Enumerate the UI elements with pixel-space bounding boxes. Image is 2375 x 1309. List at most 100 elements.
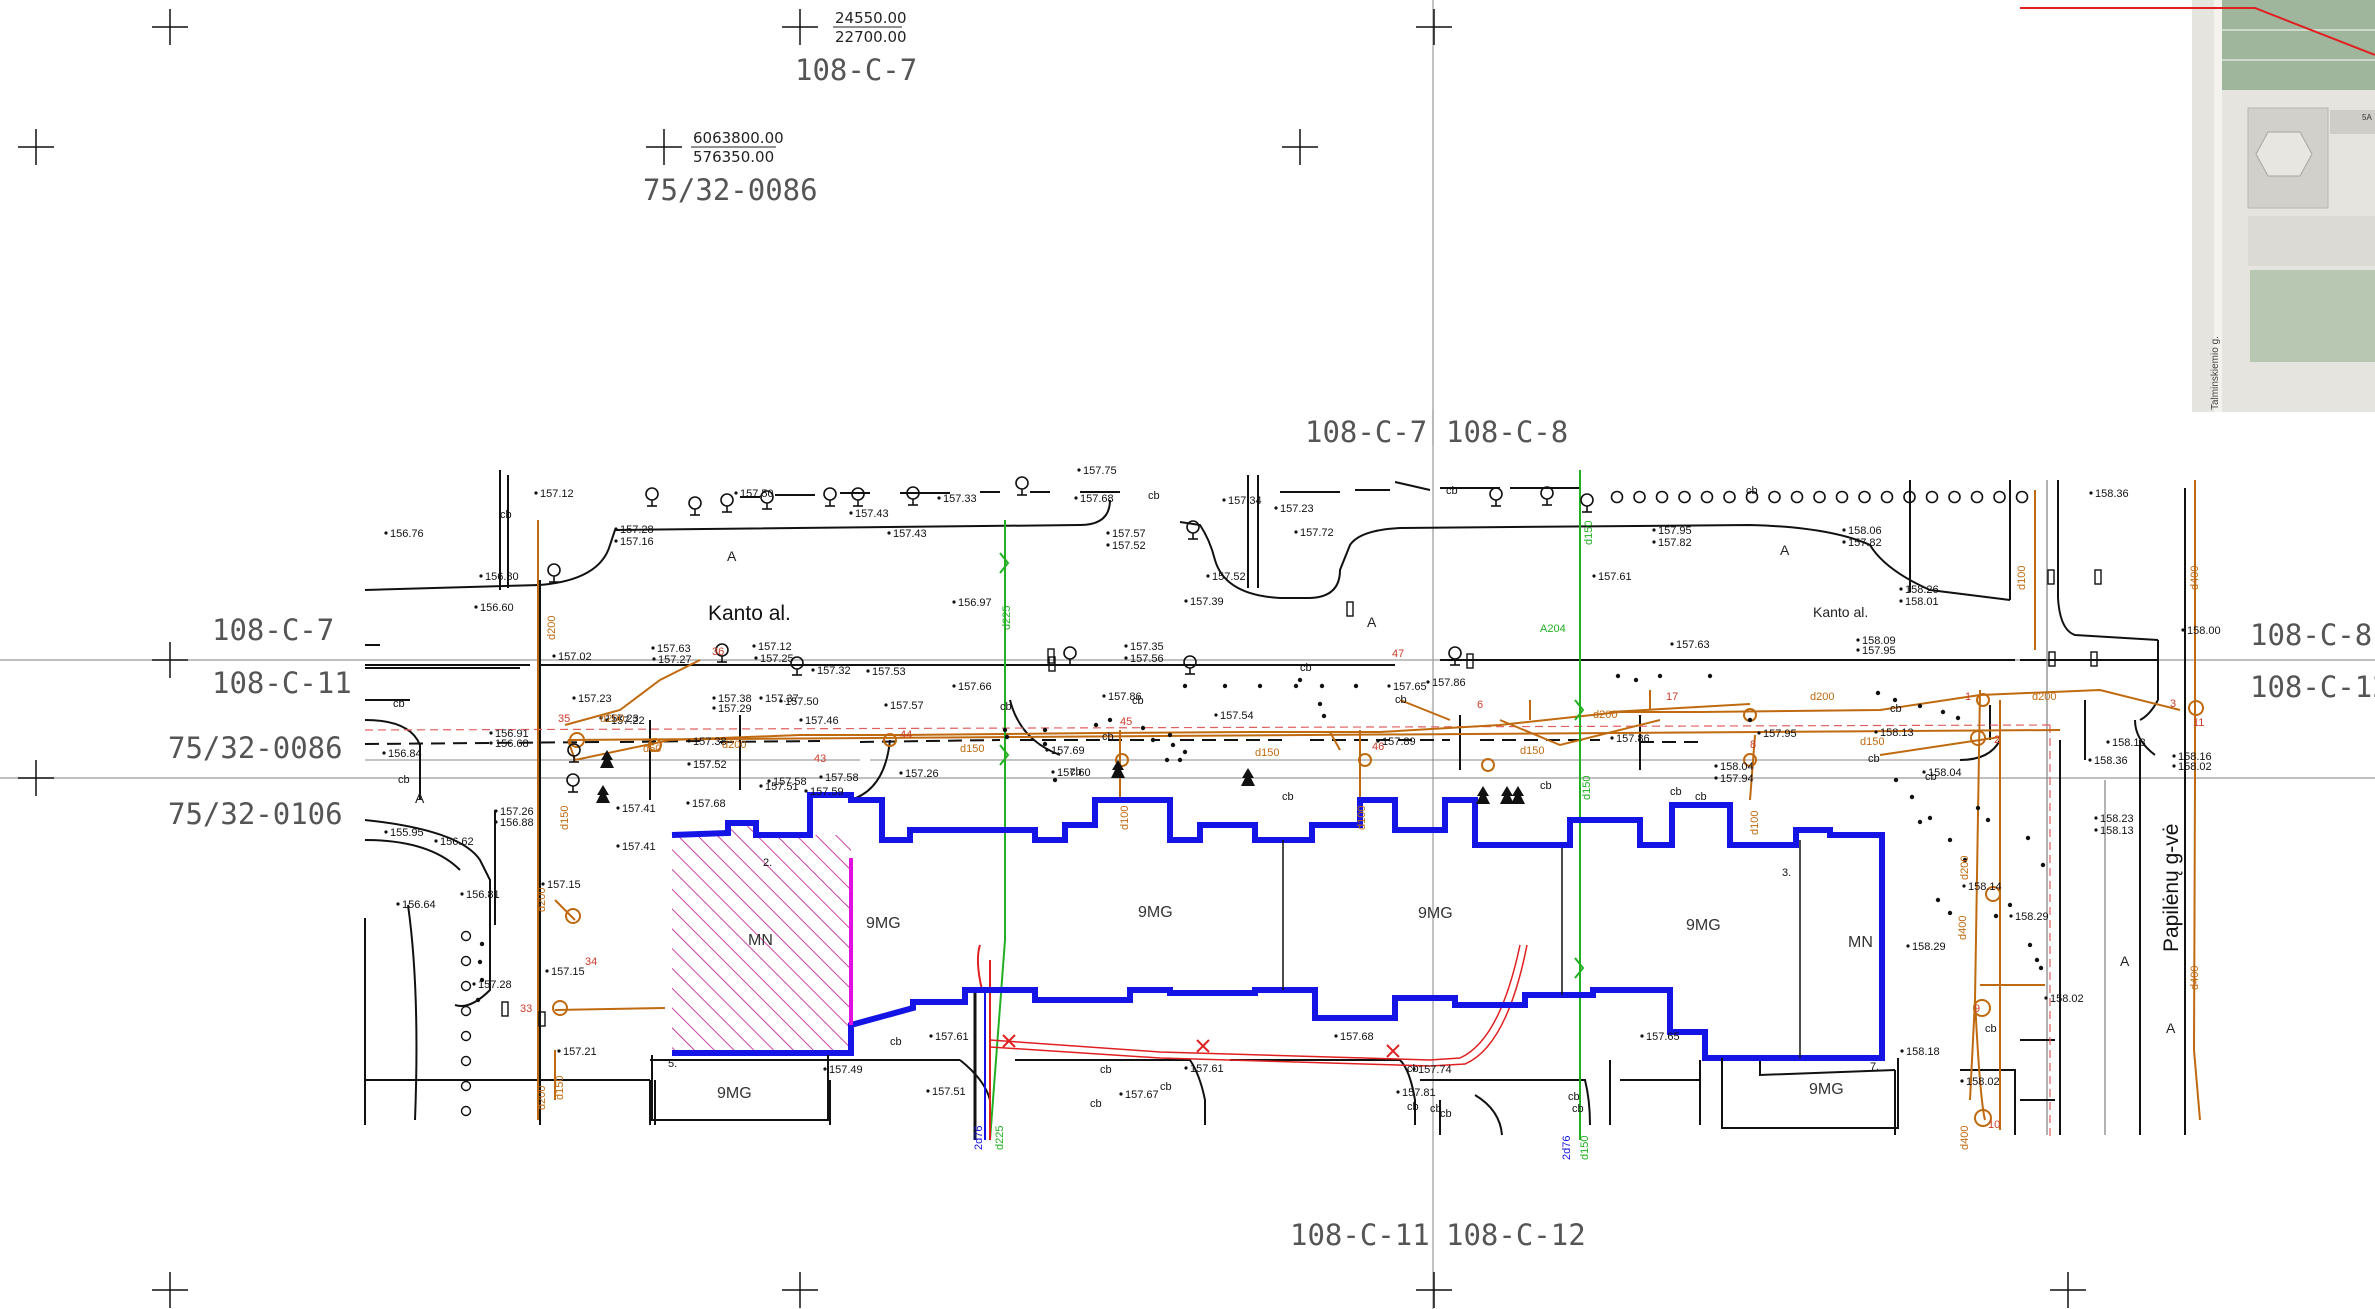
coord2-bottom: 576350.00 (693, 148, 774, 166)
pipe-label-d150-5: d150 (559, 806, 571, 830)
elevation-label: 157.94 (1720, 773, 1754, 785)
elevation-label: 158.02 (2050, 993, 2084, 1005)
elevation-dot (819, 775, 823, 779)
elevation-label: 157.26 (905, 768, 939, 780)
survey-dot (1164, 757, 1170, 763)
elevation-label: 157.15 (547, 879, 581, 891)
pipe-label-d200-6: d200 (536, 888, 548, 912)
survey-dot (1935, 897, 1941, 903)
cb-label: cb (1282, 791, 1294, 803)
elevation-label: 157.52 (1112, 540, 1146, 552)
survey-circle (460, 1080, 472, 1092)
elevation-label: 157.57 (890, 700, 924, 712)
survey-dot (1615, 673, 1621, 679)
survey-circle (460, 980, 472, 992)
existing-buildings (651, 1055, 1899, 1129)
corner-2: 2. (763, 857, 772, 869)
elevation-label: 158.00 (2187, 625, 2221, 637)
pole-icon (2047, 569, 2055, 585)
elevation-dot (823, 1067, 827, 1071)
street-papileny: Papilėnų g-vė (2160, 824, 2183, 952)
demolish-marks (1002, 1034, 1400, 1058)
fir-icon (596, 785, 610, 807)
survey-dot (1947, 837, 1953, 843)
pipe-label-d200-8: d200 (546, 616, 558, 640)
elevation-dot (1184, 1066, 1188, 1070)
elevation-dot (1714, 776, 1718, 780)
elevation-dot (866, 669, 870, 673)
cb-label: cb (1407, 1063, 1419, 1075)
sheet-labels: 108-C-7 108-C-8 108-C-11 108-C-12 108-C-… (168, 410, 2375, 1252)
elevation-label: 157.27 (658, 654, 692, 666)
survey-dot (1257, 683, 1263, 689)
survey-dot (1707, 673, 1713, 679)
elevation-dot (712, 696, 716, 700)
survey-number: 33 (520, 1003, 532, 1015)
water-label-d150-1: d150 (1583, 521, 1595, 545)
cb-label: cb (1160, 1081, 1172, 1093)
elevation-dot (712, 706, 716, 710)
elevation-label: 157.23 (605, 713, 639, 725)
elevation-dot (614, 539, 618, 543)
zone-a-3: A (1780, 542, 1790, 558)
survey-circle (1790, 490, 1804, 504)
elevation-dot (599, 716, 603, 720)
elevation-label: 157.72 (1300, 527, 1334, 539)
sheet-label-left-mid: 108-C-11 (212, 666, 352, 700)
inset-aerial-map: 5A Talminskiemio g. (2020, 0, 2375, 412)
elevation-dot (534, 491, 538, 495)
elevation-label: 157.67 (1125, 1089, 1159, 1101)
elevation-label: 157.41 (622, 841, 656, 853)
elevation-dot (811, 668, 815, 672)
elevation-label: 157.46 (805, 715, 839, 727)
elevation-label: 158.13 (1880, 727, 1914, 739)
elevation-dot (545, 969, 549, 973)
elevation-label: 157.51 (765, 781, 799, 793)
elevation-dot (1051, 770, 1055, 774)
elevation-label: 157.57 (1112, 528, 1146, 540)
survey-dot (1177, 757, 1183, 763)
fir-icon (1511, 786, 1525, 808)
survey-number: 44 (900, 729, 912, 741)
elevation-label: 158.04 (1720, 761, 1754, 773)
survey-number: 45 (1120, 716, 1132, 728)
cb-label: cb (1446, 485, 1458, 497)
elevation-label: 157.95 (1763, 728, 1797, 740)
elevation-label: 157.65 (1646, 1031, 1680, 1043)
elevation-dot (1960, 1079, 1964, 1083)
elevation-label: 156.64 (402, 899, 436, 911)
elevation-label: 157.86 (1108, 691, 1142, 703)
survey-circle (1880, 490, 1894, 504)
survey-number: 36 (712, 646, 724, 658)
survey-dot (1317, 701, 1323, 707)
elevation-label: 157.82 (1848, 537, 1882, 549)
elevation-label: 157.61 (1190, 1063, 1224, 1075)
label-mn-left: MN (748, 932, 773, 949)
survey-dot (1321, 713, 1327, 719)
elevation-label: 157.63 (657, 643, 691, 655)
tree-icon (1063, 646, 1077, 666)
elevation-dot (460, 892, 464, 896)
fir-icon (600, 750, 614, 772)
property-line (364, 724, 2051, 1140)
water-label-d225: d225 (994, 1126, 1006, 1150)
elevation-label: 156.84 (388, 748, 422, 760)
survey-dot (1955, 715, 1961, 721)
survey-circle (1835, 490, 1849, 504)
tree-icon (1183, 655, 1197, 675)
tree-icon (1540, 486, 1554, 506)
survey-circle (1633, 490, 1646, 504)
elevation-dot (494, 809, 498, 813)
elevation-label: 157.51 (932, 1086, 966, 1098)
survey-dot (479, 941, 485, 947)
survey-dot (1107, 717, 1113, 723)
elevation-dot (541, 882, 545, 886)
svg-text:5A: 5A (2362, 113, 2372, 122)
tree-icon (1015, 476, 1029, 496)
survey-dot (1002, 727, 1008, 733)
elevation-label: 157.89 (1382, 736, 1416, 748)
elevation-label: 158.04 (1928, 767, 1962, 779)
elevation-dot (779, 699, 783, 703)
